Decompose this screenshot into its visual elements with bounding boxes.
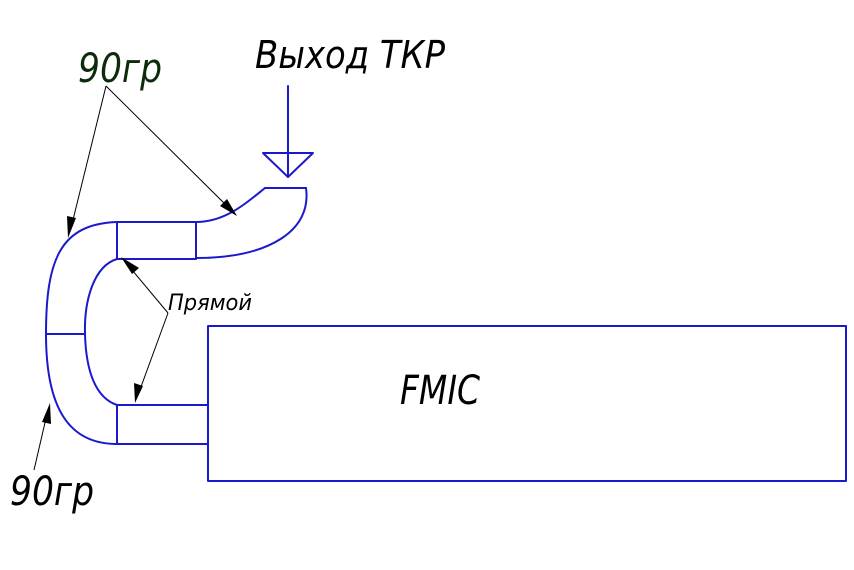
- bend-bottom-arrowhead: [42, 403, 51, 424]
- bend-bottom-label: 90гр: [10, 469, 94, 515]
- left-bend-inner-top: [83, 258, 118, 335]
- left-bend-outer-top: [45, 221, 118, 335]
- straight-leader-lower: [137, 312, 169, 396]
- bend-bottom-leader: [33, 413, 48, 471]
- upper-straight-section: [116, 221, 197, 260]
- turbo-outlet-label: Выход ТКР: [255, 33, 445, 77]
- intercooler-label: FMIC: [400, 368, 480, 414]
- bend-top-arrowhead-right: [220, 199, 237, 216]
- left-bend-outer-bottom: [45, 333, 118, 445]
- intercooler-box: [207, 325, 847, 482]
- lower-straight-section: [116, 404, 209, 445]
- turbo-outlet-arrow-head: [262, 152, 314, 178]
- bend-top-label: 90гр: [78, 46, 162, 92]
- straight-label: Прямой: [168, 291, 252, 316]
- straight-arrowhead-upper: [121, 257, 139, 274]
- top-bend-outer: [195, 187, 308, 259]
- bend-top-leader-right: [105, 85, 230, 209]
- bend-top-arrowhead-left: [67, 216, 76, 238]
- left-bend-inner-bottom: [84, 333, 118, 406]
- straight-arrowhead-lower: [134, 383, 143, 403]
- bend-top-leader-left: [70, 85, 107, 229]
